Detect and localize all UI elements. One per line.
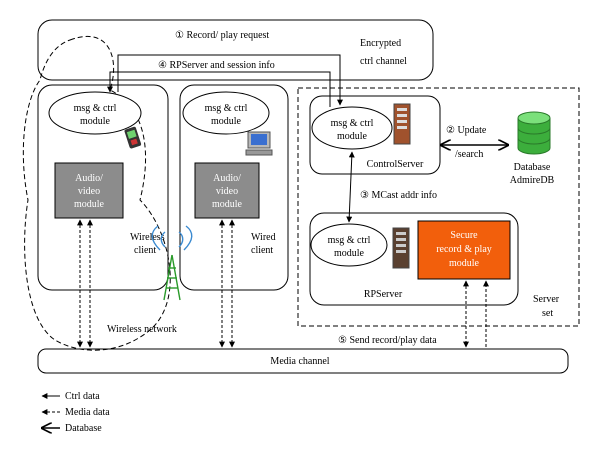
control-module-text2: module: [337, 131, 368, 142]
secure-text3: module: [449, 258, 480, 269]
rp-server-box: [309, 212, 519, 306]
wireless-network-label: Wireless network: [107, 324, 177, 335]
wireless-client-label2: client: [134, 245, 156, 256]
wireless-module-text1: msg & ctrl: [74, 103, 117, 114]
legend: Ctrl data Media data Database: [42, 391, 110, 434]
legend-ctrl-label: Ctrl data: [65, 391, 100, 402]
step1-arrow: [117, 54, 343, 106]
database-label1: Database: [514, 162, 551, 173]
control-server-box: [309, 95, 441, 175]
wired-client-label2: client: [251, 245, 273, 256]
server-set-box: [297, 87, 580, 327]
legend-media-label: Media data: [65, 407, 110, 418]
wireless-module-text2: module: [80, 116, 111, 127]
wireless-av-text3: module: [74, 199, 105, 210]
wireless-msg-ctrl-module: [48, 91, 142, 135]
database-icon: [517, 111, 551, 155]
wireless-av-text2: video: [78, 186, 100, 197]
secure-record-play-module: [417, 220, 511, 280]
server-set-label1: Server: [533, 294, 560, 305]
wireless-tower-icon: [151, 225, 193, 301]
database-label2: AdmireDB: [510, 175, 555, 186]
rp-module-text1: msg & ctrl: [328, 235, 371, 246]
wireless-av-module: [54, 162, 124, 219]
secure-text2: record & play: [436, 244, 492, 255]
secure-text1: Secure: [450, 230, 478, 241]
wired-module-text1: msg & ctrl: [205, 103, 248, 114]
media-channel-label: Media channel: [270, 356, 329, 367]
wireless-client-label1: Wireless: [130, 232, 165, 243]
wireless-client-box: [37, 84, 169, 291]
control-msg-ctrl-module: [311, 106, 393, 150]
encrypted-label-line1: Encrypted: [360, 38, 401, 49]
wired-module-text2: module: [211, 116, 242, 127]
step2-label-line1: ② Update: [446, 125, 487, 136]
control-server-tower-icon: [393, 103, 411, 145]
rp-server-label: RPServer: [364, 289, 403, 300]
server-set-label2: set: [542, 308, 553, 319]
step4-label: ④ RPServer and session info: [158, 60, 275, 71]
wired-av-text2: video: [216, 186, 238, 197]
step4-arrow: [107, 71, 331, 107]
wireless-network-cloud: [22, 35, 171, 351]
rp-msg-ctrl-module: [310, 223, 388, 267]
wired-av-text1: Audio/: [213, 173, 241, 184]
step2-label-line2: /search: [455, 149, 483, 160]
control-module-text1: msg & ctrl: [331, 118, 374, 129]
step1-label: ① Record/ play request: [175, 30, 269, 41]
wired-av-text3: module: [212, 199, 243, 210]
step5-label: ⑤ Send record/play data: [338, 335, 437, 346]
desktop-computer-icon: [245, 131, 273, 156]
pda-icon: [124, 126, 142, 149]
rp-module-text2: module: [334, 248, 365, 259]
legend-db-label: Database: [65, 423, 102, 434]
wired-client-label1: Wired: [251, 232, 276, 243]
wired-msg-ctrl-module: [182, 91, 270, 135]
encrypted-ctrl-channel: [37, 19, 434, 81]
wireless-av-text1: Audio/: [75, 173, 103, 184]
media-data-arrows: [77, 219, 489, 348]
step3-label: ③ MCast addr info: [360, 190, 437, 201]
media-channel-box: [37, 348, 569, 374]
wired-av-module: [194, 162, 260, 219]
mcast-arrow: [346, 151, 355, 223]
control-server-label: ControlServer: [367, 159, 424, 170]
encrypted-label-line2: ctrl channel: [360, 56, 407, 67]
rp-server-tower-icon: [392, 227, 410, 269]
